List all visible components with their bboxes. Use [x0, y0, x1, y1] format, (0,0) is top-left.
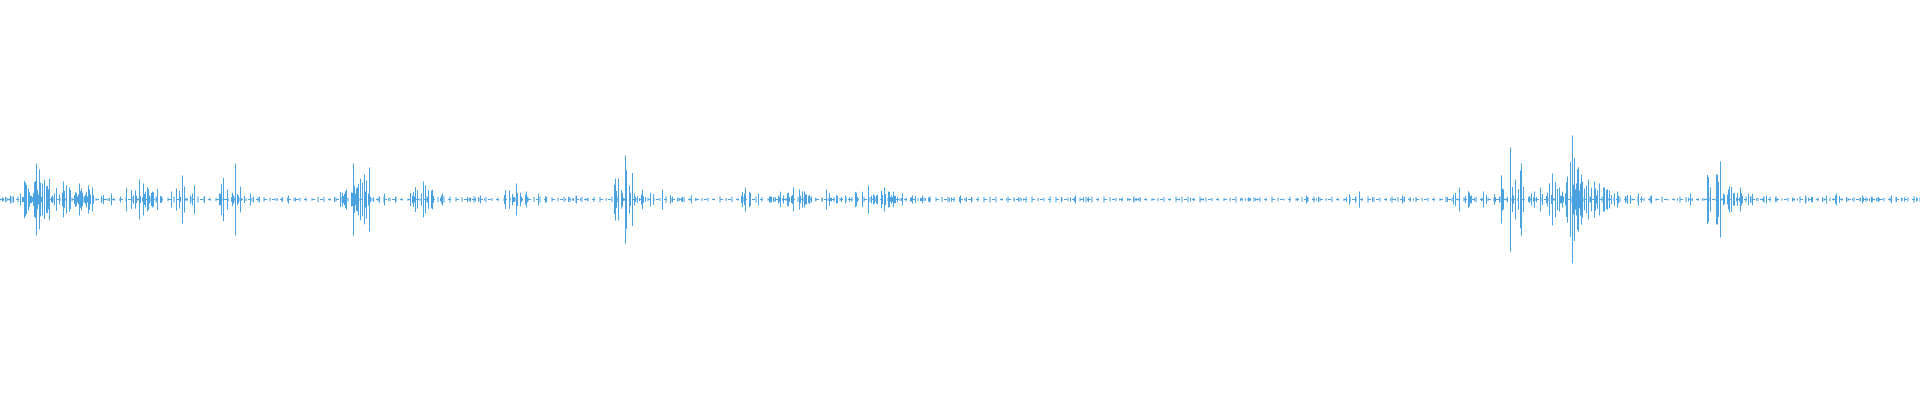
waveform-peaks — [0, 135, 1920, 264]
